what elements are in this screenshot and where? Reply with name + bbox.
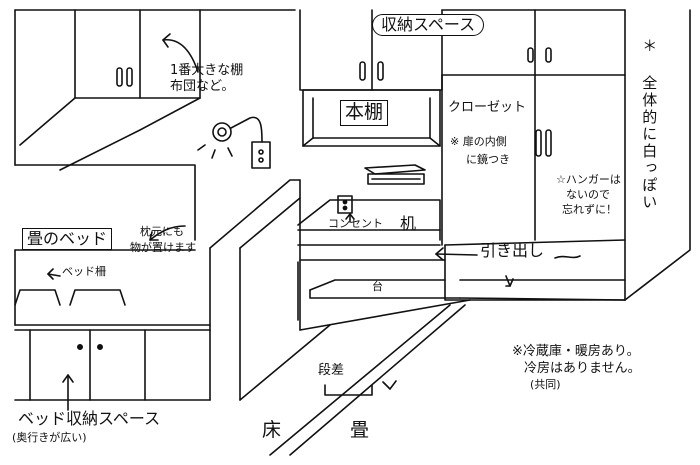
main-shelf-label: 本棚 <box>340 100 389 126</box>
lamp-icon <box>197 116 271 169</box>
bed-storage-label: ベッド収納スペース <box>18 409 161 428</box>
mirror-note-line1: ※ 扉の内側 <box>450 135 507 148</box>
amenities-line3: (共同) <box>530 378 561 391</box>
air-conditioner-icon <box>364 164 426 185</box>
main-shelf <box>302 89 441 147</box>
drawer-label: 引き出し <box>480 241 545 260</box>
tatami-bed-label: 畳のベッド <box>22 228 113 251</box>
desk <box>297 199 461 321</box>
outlet-icon <box>337 195 353 214</box>
desk-label: 机 <box>400 214 417 233</box>
partition-wall <box>209 179 301 401</box>
amenities-line1: ※冷蔵庫・暖房あり。 <box>512 344 640 359</box>
hanger-note-line1: ☆ハンガーは <box>556 173 621 186</box>
bed-rail-right <box>69 289 126 306</box>
hanger-note-line2: ないので <box>566 188 610 201</box>
floor-lines <box>239 297 626 456</box>
deep-note: (奥行きが広い) <box>12 431 87 444</box>
step-label: 段差 <box>318 363 345 378</box>
pointer-arrows <box>47 33 581 411</box>
tatami-bed <box>14 164 211 401</box>
closet <box>441 74 626 246</box>
pillow-note-line2: 物が置けます <box>130 241 196 254</box>
largest-shelf-label: 1番大きな棚 <box>170 63 244 78</box>
right-wall <box>624 9 691 301</box>
cabinet-handle-icon <box>77 47 552 350</box>
bed-rail-label: ベッド柵 <box>62 265 106 278</box>
pillow-note-line1: 枕元にも <box>140 225 184 238</box>
mirror-note-line2: に鏡つき <box>466 153 510 166</box>
amenities-line2: 冷房はありません。 <box>524 361 641 376</box>
upper-left-cabinet <box>14 9 296 171</box>
stand-label: 台 <box>372 280 383 293</box>
hanger-note-line3: 忘れずに！ <box>562 203 617 216</box>
outlet-label: コンセント <box>328 217 383 230</box>
storage-space-label: 収納スペース <box>372 14 485 37</box>
floor-label: 床 <box>262 419 282 441</box>
bed-rail-left <box>14 289 61 306</box>
closet-label: クローゼット <box>448 100 527 115</box>
tatami-label: 畳 <box>350 419 370 441</box>
whiteness-note: ＊ 全体的に白っぽい <box>640 38 659 211</box>
futon-label: 布団など。 <box>170 79 235 94</box>
